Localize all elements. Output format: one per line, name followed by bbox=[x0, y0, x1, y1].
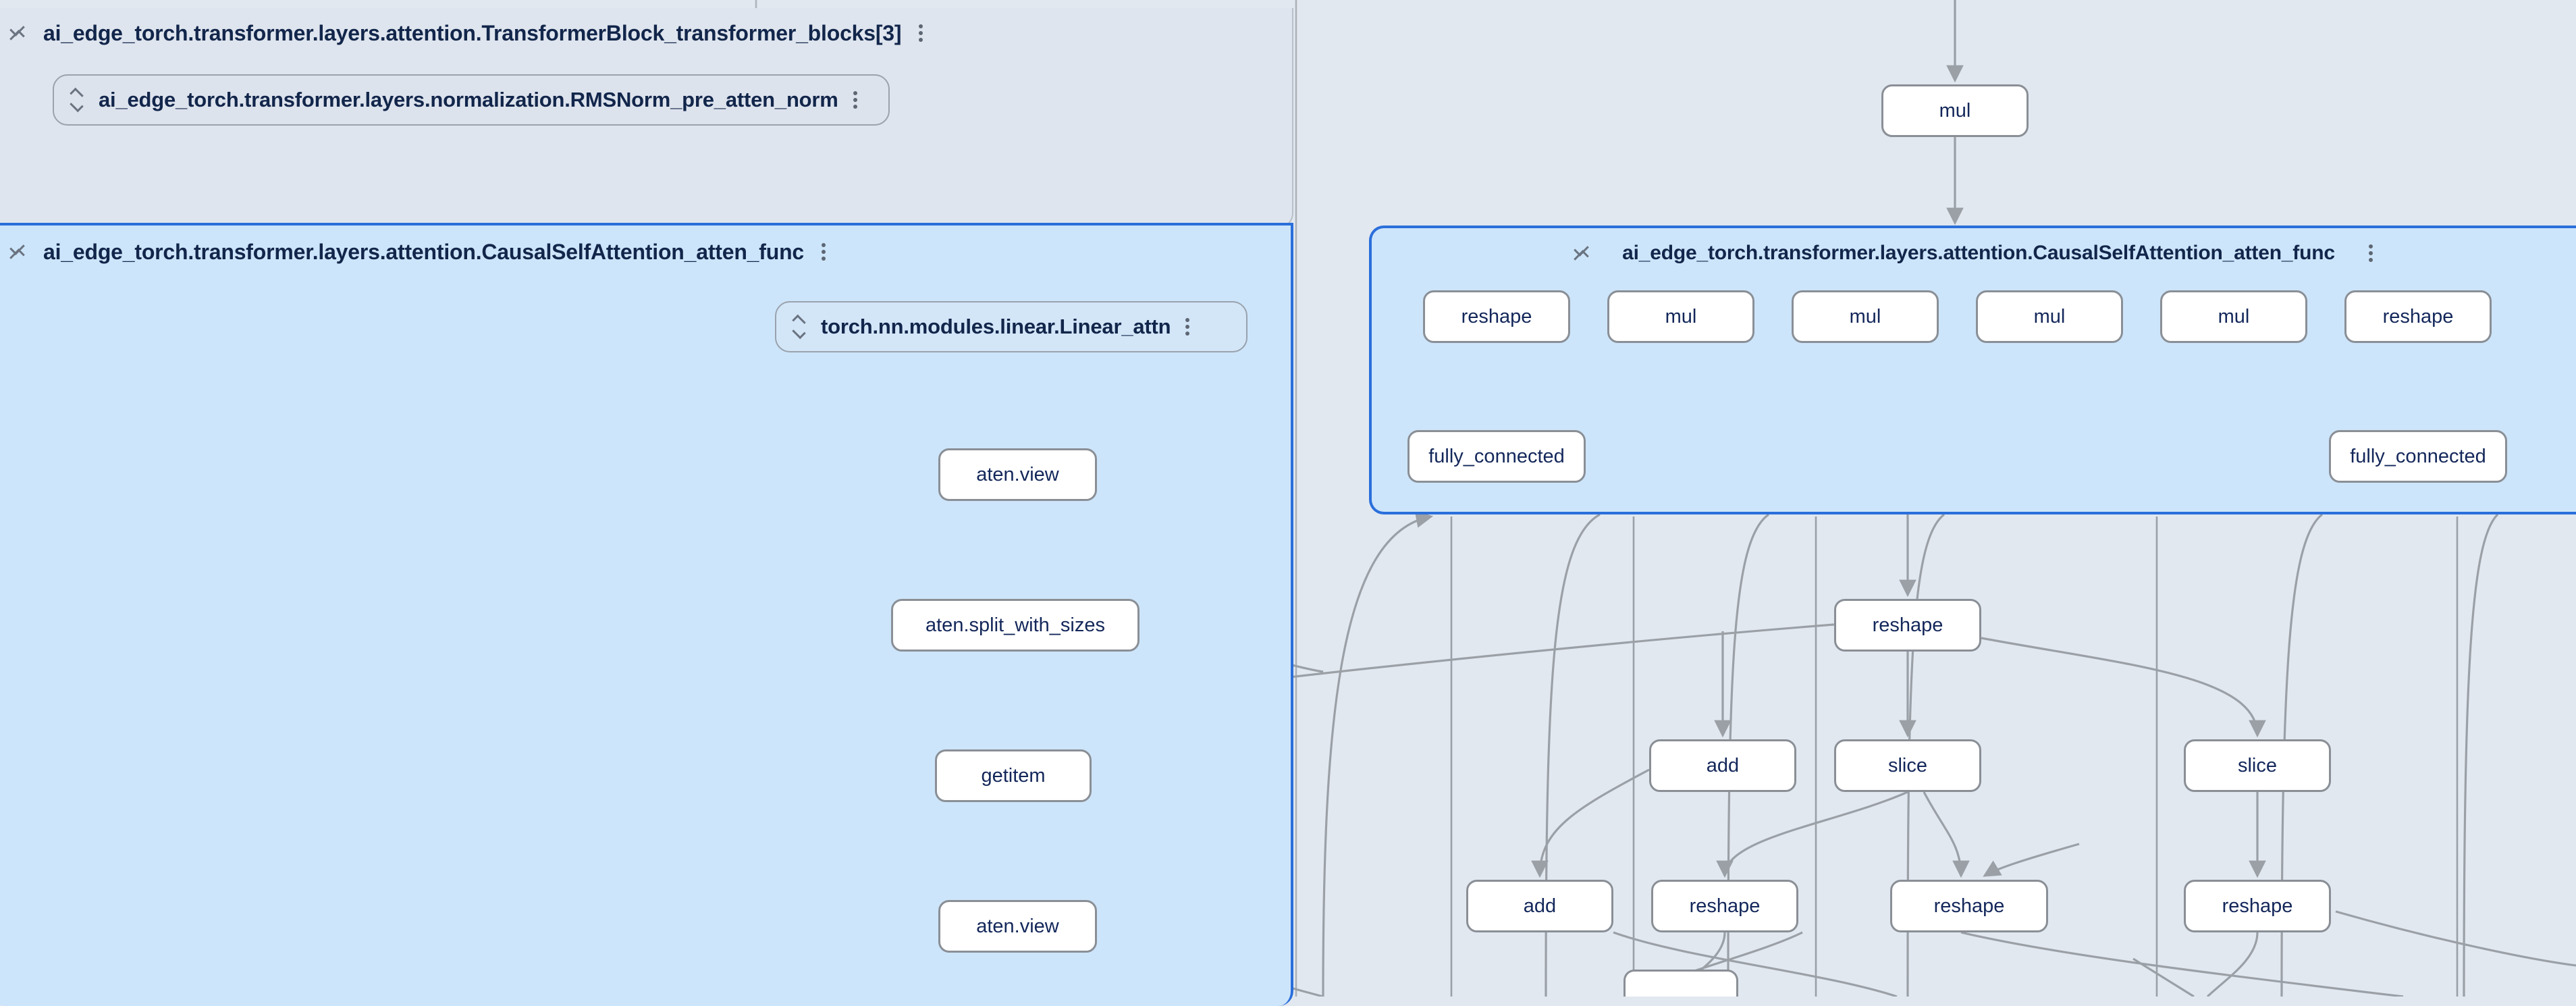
op-node-label: getitem bbox=[981, 764, 1046, 787]
group-attention-right-header[interactable]: ai_edge_torch.transformer.layers.attenti… bbox=[1372, 228, 2576, 278]
expand-vertical-icon[interactable] bbox=[791, 315, 806, 338]
op-node-label: reshape bbox=[1689, 895, 1761, 917]
op-node-label: aten.view bbox=[976, 915, 1059, 937]
op-node-reshape[interactable]: reshape bbox=[1834, 599, 1981, 652]
op-node-reshape[interactable]: reshape bbox=[1423, 290, 1570, 343]
op-node-label: aten.split_with_sizes bbox=[925, 614, 1105, 636]
op-node-mul[interactable]: mul bbox=[1607, 290, 1754, 343]
op-node-slice[interactable]: slice bbox=[2184, 739, 2331, 792]
op-node-reshape[interactable]: reshape bbox=[1890, 880, 2048, 932]
op-node-label: mul bbox=[2033, 305, 2066, 327]
collapsed-group-linear-attn-label: torch.nn.modules.linear.Linear_attn bbox=[821, 315, 1171, 338]
kebab-menu-icon[interactable] bbox=[2368, 242, 2376, 265]
op-node-add[interactable]: add bbox=[1649, 739, 1796, 792]
collapsed-group-linear-attn[interactable]: torch.nn.modules.linear.Linear_attn bbox=[775, 301, 1247, 352]
op-node-reshape[interactable]: reshape bbox=[2184, 880, 2331, 932]
kebab-menu-icon[interactable] bbox=[1185, 315, 1192, 338]
collapsed-group-rmsnorm-label: ai_edge_torch.transformer.layers.normali… bbox=[99, 88, 838, 111]
op-node-label: fully_connected bbox=[1428, 445, 1565, 467]
op-node-mul[interactable]: mul bbox=[1792, 290, 1939, 343]
expand-vertical-icon[interactable] bbox=[69, 88, 84, 111]
group-attention-left-header[interactable]: ai_edge_torch.transformer.layers.attenti… bbox=[0, 226, 1291, 278]
kebab-menu-icon[interactable] bbox=[822, 240, 828, 263]
op-node-label: mul bbox=[1849, 305, 1881, 327]
op-node-reshape[interactable]: reshape bbox=[1651, 880, 1798, 932]
op-node-fully-connected[interactable]: fully_connected bbox=[1407, 430, 1586, 483]
collapsed-group-rmsnorm[interactable]: ai_edge_torch.transformer.layers.normali… bbox=[53, 74, 890, 126]
op-node-label: mul bbox=[2218, 305, 2250, 327]
op-node-add[interactable]: add bbox=[1466, 880, 1613, 932]
op-node-aten-view[interactable]: aten.view bbox=[938, 448, 1097, 501]
op-node-label: add bbox=[1523, 895, 1557, 917]
op-node-getitem[interactable]: getitem bbox=[935, 749, 1092, 802]
collapse-vertical-icon[interactable] bbox=[8, 23, 26, 43]
op-node-label: mul bbox=[1665, 305, 1697, 327]
op-node-label: slice bbox=[1887, 754, 1927, 776]
op-node-label: reshape bbox=[1461, 305, 1532, 327]
op-node-slice[interactable]: slice bbox=[1834, 739, 1981, 792]
op-node-aten-view[interactable]: aten.view bbox=[938, 900, 1097, 953]
op-node-label: aten.view bbox=[976, 463, 1059, 485]
collapse-vertical-icon[interactable] bbox=[1572, 243, 1590, 263]
group-attention-left-title: ai_edge_torch.transformer.layers.attenti… bbox=[43, 239, 805, 264]
group-attention-right-title: ai_edge_torch.transformer.layers.attenti… bbox=[1622, 242, 2335, 264]
op-node-mul[interactable]: mul bbox=[1976, 290, 2123, 343]
group-transformer-block-header[interactable]: ai_edge_torch.transformer.layers.attenti… bbox=[0, 8, 1292, 58]
op-node-mul[interactable]: mul bbox=[2160, 290, 2307, 343]
kebab-menu-icon[interactable] bbox=[919, 22, 925, 45]
op-node-label: reshape bbox=[2222, 895, 2293, 917]
op-node-reshape[interactable]: reshape bbox=[2344, 290, 2492, 343]
group-transformer-block-title: ai_edge_torch.transformer.layers.attenti… bbox=[43, 20, 902, 45]
op-node-fully-connected[interactable]: fully_connected bbox=[2329, 430, 2507, 483]
op-node-aten-split-with-sizes[interactable]: aten.split_with_sizes bbox=[891, 599, 1139, 652]
collapse-vertical-icon[interactable] bbox=[8, 242, 26, 262]
op-node-label: slice bbox=[2237, 754, 2277, 776]
op-node-label: add bbox=[1706, 754, 1740, 776]
op-node-mul[interactable]: mul bbox=[1881, 84, 2029, 137]
op-node-label: mul bbox=[1939, 99, 1971, 122]
kebab-menu-icon[interactable] bbox=[853, 88, 860, 111]
op-node-c-node-1[interactable] bbox=[1624, 970, 1738, 997]
op-node-label: reshape bbox=[1872, 614, 1943, 636]
op-node-label: reshape bbox=[1933, 895, 2005, 917]
op-node-label: fully_connected bbox=[2350, 445, 2486, 467]
op-node-label: reshape bbox=[2382, 305, 2454, 327]
